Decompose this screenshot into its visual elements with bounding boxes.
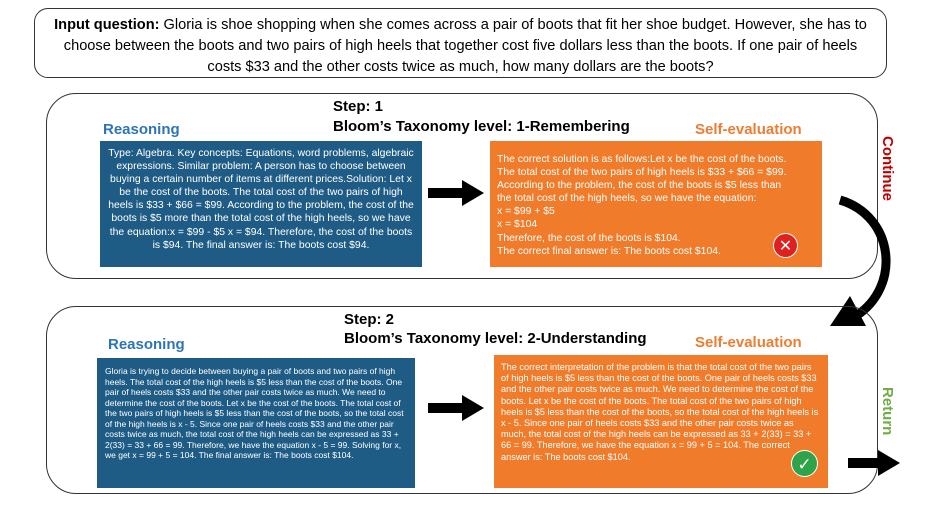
step2-self-eval-box: The correct interpretation of the proble… <box>494 355 828 488</box>
step2-arrow-icon <box>428 395 484 421</box>
step2-self-eval-text: The correct interpretation of the proble… <box>501 362 819 462</box>
step2-frame <box>46 306 878 494</box>
input-question-text: Gloria is shoe shopping when she comes a… <box>63 17 867 75</box>
step2-reasoning-text: Gloria is trying to decide between buyin… <box>105 366 404 460</box>
step2-title: Step: 2 <box>344 311 395 328</box>
return-label: Return <box>879 387 896 436</box>
step1-frame <box>46 93 878 279</box>
step1-bloom-level: Bloom’s Taxonomy level: 1-Remembering <box>333 118 630 135</box>
step1-self-eval-box: The correct solution is as follows:Let x… <box>490 141 822 267</box>
step1-self-eval-line: x = $99 + $5 <box>497 206 555 218</box>
step1-self-eval-line: The correct final answer is: The boots c… <box>497 245 721 257</box>
input-question-box: Input question: Gloria is shoe shopping … <box>34 8 887 78</box>
step1-self-eval-line: Therefore, the cost of the boots is $104… <box>497 232 681 244</box>
correct-check-icon: ✓ <box>791 450 818 477</box>
continue-label: Continue <box>879 136 896 201</box>
step2-reasoning-label: Reasoning <box>108 336 185 353</box>
step1-self-eval-line: The total cost of the two pairs of high … <box>497 167 787 179</box>
step1-self-eval-line: According to the problem, the cost of th… <box>497 180 782 192</box>
input-question-label: Input question: <box>54 17 160 33</box>
step1-reasoning-box: Type: Algebra. Key concepts: Equations, … <box>100 141 422 267</box>
step1-arrow-icon <box>428 180 484 206</box>
step1-title: Step: 1 <box>333 98 384 115</box>
return-arrow-icon <box>848 450 900 476</box>
step1-self-eval-label: Self-evaluation <box>695 121 802 138</box>
step1-reasoning-text: Type: Algebra. Key concepts: Equations, … <box>108 148 414 251</box>
step1-self-eval-line: the total cost of the high heels, so we … <box>497 193 757 205</box>
step1-reasoning-label: Reasoning <box>103 121 180 138</box>
step2-self-eval-label: Self-evaluation <box>695 334 802 351</box>
step2-bloom-level: Bloom’s Taxonomy level: 2-Understanding <box>344 330 647 347</box>
step1-self-eval-line: x = $104 <box>497 219 538 231</box>
wrong-x-icon: ✕ <box>773 233 798 258</box>
step1-self-eval-line: The correct solution is as follows:Let x… <box>497 154 787 165</box>
step2-reasoning-box: Gloria is trying to decide between buyin… <box>97 358 415 488</box>
